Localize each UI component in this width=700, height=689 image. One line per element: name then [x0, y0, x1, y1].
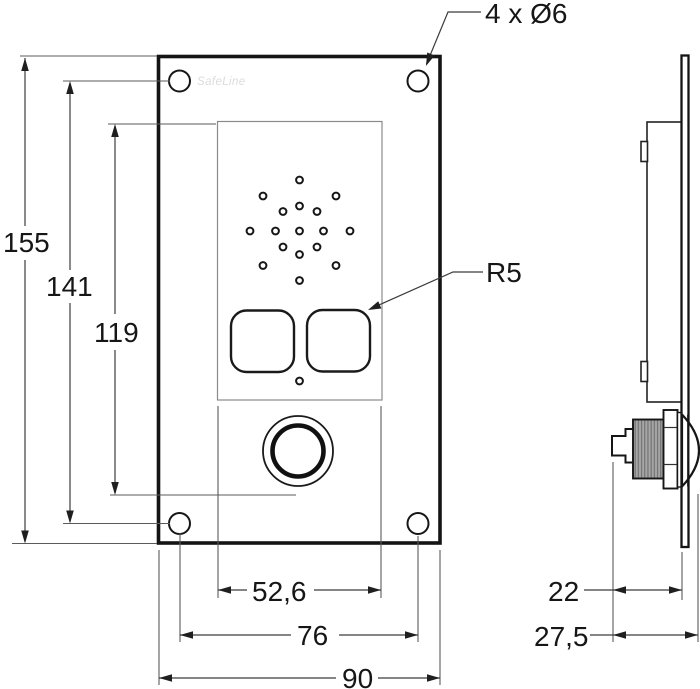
callout-corner-radius: R5 — [368, 257, 522, 310]
speaker-hole — [312, 207, 322, 216]
speaker-hole — [295, 201, 304, 211]
speaker-hole — [245, 226, 255, 236]
mounting-clip-bottom — [640, 360, 649, 383]
dim-label-90: 90 — [342, 663, 373, 689]
dimension-overall-width: 90 — [159, 663, 440, 689]
dimension-screw-spacing-horizontal: 76 — [180, 620, 418, 651]
front-view: SafeLine — [156, 54, 442, 545]
dim-label-76: 76 — [297, 620, 328, 651]
dim-label-119: 119 — [94, 317, 139, 348]
dimension-inner-width: 52,6 — [218, 576, 381, 607]
speaker-hole — [271, 226, 280, 236]
screw-hole-top-right — [406, 69, 430, 93]
screw-hole-bottom-left — [168, 512, 191, 535]
speaker-hole — [258, 261, 268, 270]
dimension-mounting-depth: 22 — [548, 576, 682, 607]
speaker-hole — [295, 250, 304, 259]
brand-logo-text: SafeLine — [197, 76, 246, 88]
speaker-hole — [295, 276, 304, 285]
dimension-overall-height: 155 — [3, 58, 50, 544]
button-cutout-right — [305, 308, 372, 373]
call-button — [270, 423, 326, 479]
screw-hole-top-left — [168, 69, 191, 93]
inner-area-outline — [216, 120, 383, 401]
speaker-hole — [278, 242, 288, 252]
mounting-clip-top — [640, 140, 649, 163]
button-mounting-nut — [662, 409, 679, 490]
dim-label-52-6: 52,6 — [252, 576, 307, 607]
speaker-hole — [312, 242, 322, 252]
dim-label-141: 141 — [46, 271, 93, 302]
speaker-hole — [258, 191, 268, 201]
dim-label-155: 155 — [3, 227, 50, 258]
dimension-overall-depth: 27,5 — [534, 621, 698, 652]
speaker-hole — [345, 226, 355, 236]
button-cutout-left — [229, 309, 296, 374]
speaker-hole — [331, 261, 341, 270]
button-threaded-barrel — [632, 418, 665, 480]
dim-label-27-5: 27,5 — [534, 621, 589, 652]
speaker-hole — [319, 226, 328, 236]
callout-label-radius: R5 — [486, 257, 522, 288]
dimension-screw-spacing-vertical: 141 — [46, 81, 93, 524]
screw-hole-bottom-right — [406, 512, 430, 535]
extension-lines — [12, 55, 699, 685]
side-view — [611, 54, 700, 549]
speaker-hole — [295, 226, 304, 236]
button-connector-tab — [611, 428, 635, 464]
front-plate-side — [680, 54, 690, 549]
rear-enclosure — [646, 121, 683, 403]
indicator-hole — [295, 376, 304, 386]
speaker-grille — [245, 175, 355, 285]
speaker-hole — [278, 207, 288, 216]
dim-label-22: 22 — [548, 576, 579, 607]
speaker-hole — [331, 191, 341, 201]
callout-mounting-holes: 4 x Ø6 — [425, 0, 567, 66]
dimension-inner-height: 119 — [94, 124, 139, 495]
callout-label-holes: 4 x Ø6 — [485, 0, 567, 29]
button-dome — [680, 411, 700, 490]
speaker-hole — [295, 175, 304, 185]
